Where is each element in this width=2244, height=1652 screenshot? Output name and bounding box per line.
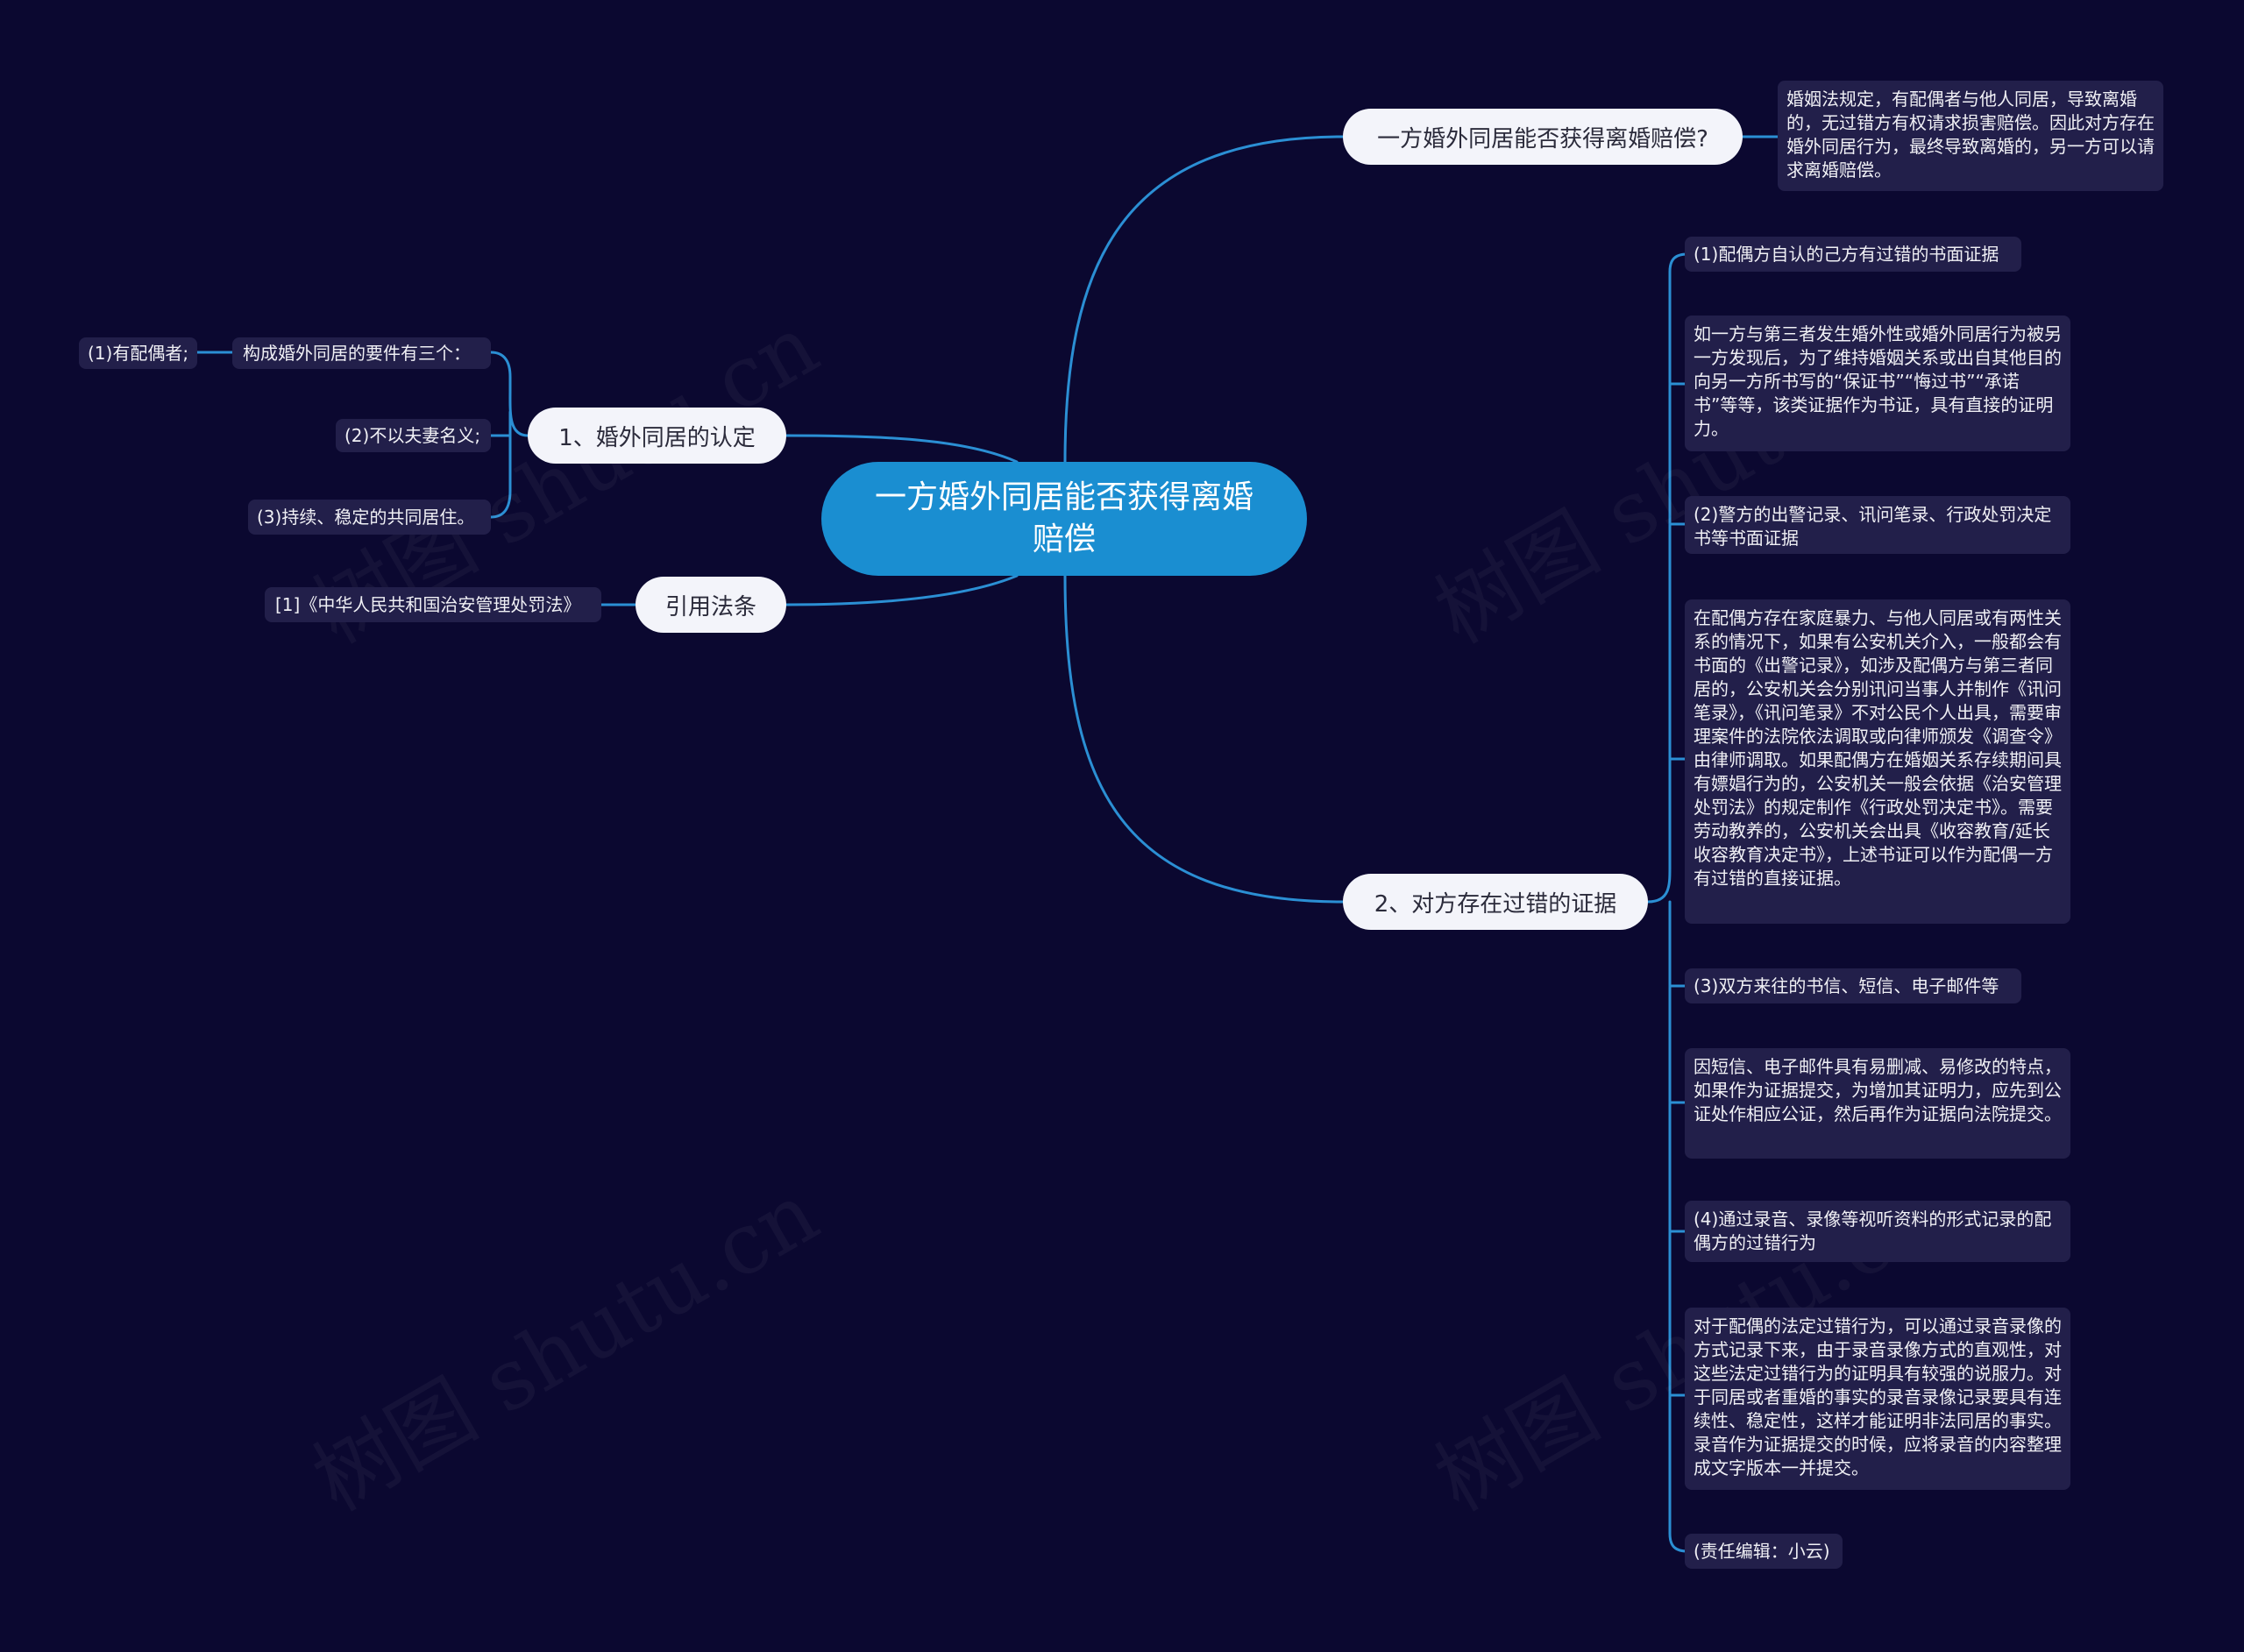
connector-evidence-bracket xyxy=(1646,252,1689,1553)
recognition-requirement[interactable]: 构成婚外同居的要件有三个： xyxy=(232,337,491,369)
connector-root-evidence xyxy=(1063,574,1345,904)
recognition-item-2[interactable]: (2)不以夫妻名义; xyxy=(336,419,491,452)
connector-recognition-bracket xyxy=(489,351,529,519)
evidence-item[interactable]: (1)配偶方自认的己方有过错的书面证据 xyxy=(1685,237,2021,272)
evidence-item[interactable]: 如一方与第三者发生婚外性或婚外同居行为被另一方发现后，为了维持婚姻关系或出自其他… xyxy=(1685,316,2070,451)
evidence-item[interactable]: (2)警方的出警记录、讯问笔录、行政处罚决定书等书面证据 xyxy=(1685,496,2070,554)
connector-root-question xyxy=(1063,135,1345,464)
evidence-item[interactable]: (3)双方来往的书信、短信、电子邮件等 xyxy=(1685,968,2021,1003)
citation-item-1[interactable]: [1]《中华人民共和国治安管理处罚法》 xyxy=(265,587,601,622)
root-topic[interactable]: 一方婚外同居能否获得离婚赔偿 xyxy=(821,462,1307,576)
branch-question[interactable]: 一方婚外同居能否获得离婚赔偿? xyxy=(1343,109,1743,165)
branch-recognition[interactable]: 1、婚外同居的认定 xyxy=(528,408,786,464)
evidence-item-editor[interactable]: (责任编辑：小云) xyxy=(1685,1534,1843,1569)
recognition-item-1[interactable]: (1)有配偶者; xyxy=(79,337,197,369)
branch-evidence[interactable]: 2、对方存在过错的证据 xyxy=(1343,874,1648,930)
branch-citation[interactable]: 引用法条 xyxy=(636,577,786,633)
evidence-item[interactable]: (4)通过录音、录像等视听资料的形式记录的配偶方的过错行为 xyxy=(1685,1201,2070,1262)
evidence-item[interactable]: 因短信、电子邮件具有易删减、易修改的特点，如果作为证据提交，为增加其证明力，应先… xyxy=(1685,1048,2070,1159)
question-detail[interactable]: 婚姻法规定，有配偶者与他人同居，导致离婚的，无过错方有权请求损害赔偿。因此对方存… xyxy=(1778,81,2163,191)
evidence-item[interactable]: 在配偶方存在家庭暴力、与他人同居或有两性关系的情况下，如果有公安机关介入，一般都… xyxy=(1685,599,2070,924)
connector-root-citation xyxy=(785,574,1019,606)
connector-root-recognition xyxy=(785,434,1019,464)
recognition-item-3[interactable]: (3)持续、稳定的共同居住。 xyxy=(248,500,491,535)
evidence-item[interactable]: 对于配偶的法定过错行为，可以通过录音录像的方式记录下来，由于录音录像方式的直观性… xyxy=(1685,1308,2070,1490)
